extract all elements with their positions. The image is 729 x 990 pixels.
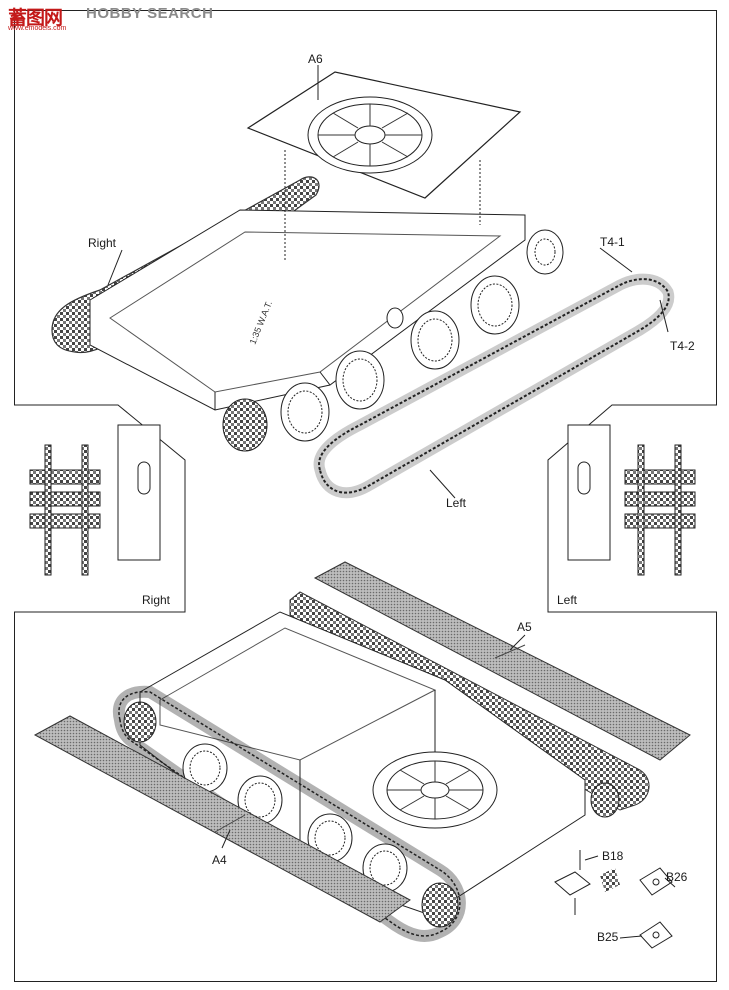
- label-a5: A5: [517, 620, 532, 634]
- inset-right-box: [14, 404, 186, 613]
- bottom-assembly: [33, 561, 691, 949]
- label-right-top: Right: [88, 236, 117, 250]
- label-b18: B18: [602, 849, 624, 863]
- logo-en-text: HOBBY SEARCH: [86, 5, 214, 22]
- logo-cn-text: 蓄图网: [8, 7, 63, 29]
- fender-a4: [33, 715, 411, 923]
- part-b26: [639, 867, 673, 896]
- label-b25: B25: [597, 930, 619, 944]
- inset-left-track: [624, 444, 696, 576]
- label-b26: B26: [666, 870, 688, 884]
- logo-url-text: www.emodels.com: [8, 25, 67, 32]
- label-t4-1: T4-1: [600, 235, 625, 249]
- inset-right-track: [29, 444, 101, 576]
- part-b18-shadow: [600, 868, 620, 892]
- road-wheels-top: [222, 229, 564, 452]
- part-b18: [554, 850, 591, 915]
- part-b25: [639, 921, 673, 949]
- road-wheels-bottom: [123, 701, 620, 928]
- label-t4-2: T4-2: [670, 339, 695, 353]
- inset-left-box: [547, 404, 717, 613]
- hull-floor-top: [109, 231, 502, 393]
- fender-a5: [313, 561, 691, 761]
- label-left-top: Left: [446, 496, 467, 510]
- label-a6: A6: [308, 52, 323, 66]
- label-inset-left: Left: [557, 593, 578, 607]
- label-inset-right: Right: [142, 593, 171, 607]
- top-assembly: 1:35 W.A.T.: [51, 65, 675, 499]
- label-a4: A4: [212, 853, 227, 867]
